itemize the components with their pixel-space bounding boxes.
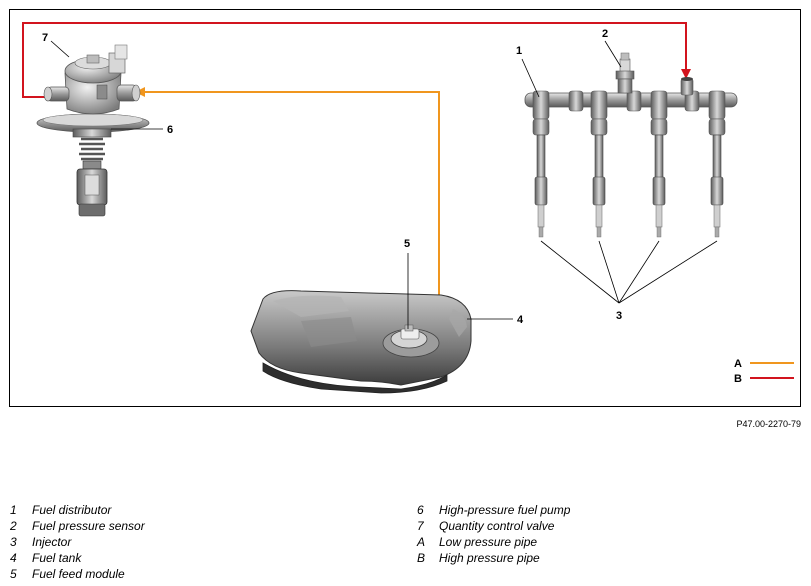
- legend-key: A: [417, 535, 426, 549]
- legend-text: Fuel distributor: [32, 503, 112, 517]
- pipe-legend-b-label: B: [734, 373, 742, 385]
- injectors: [532, 118, 726, 238]
- legend-key: 5: [10, 567, 17, 581]
- legend-item: A Low pressure pipe: [417, 534, 570, 550]
- callout-1: 1: [516, 45, 522, 57]
- legend-key: 2: [10, 519, 17, 533]
- figure-reference: P47.00-2270-79: [736, 419, 801, 429]
- callout-6: 6: [167, 124, 173, 136]
- legend-item: 2 Fuel pressure sensor: [10, 518, 145, 534]
- legend-text: Quantity control valve: [439, 519, 555, 533]
- legend-key: 3: [10, 535, 17, 549]
- legend-item: 6 High-pressure fuel pump: [417, 502, 570, 518]
- callout-2: 2: [602, 28, 608, 40]
- callout-7: 7: [42, 32, 48, 44]
- legend-item: 7 Quantity control valve: [417, 518, 570, 534]
- legend-right-column: 6 High-pressure fuel pump 7 Quantity con…: [417, 502, 570, 566]
- legend-text: Injector: [32, 535, 72, 549]
- callout-4: 4: [517, 314, 524, 326]
- legend-text: Fuel feed module: [32, 567, 125, 581]
- callout-5: 5: [404, 238, 410, 250]
- legend-key: B: [417, 551, 426, 565]
- legend-text: Fuel pressure sensor: [32, 519, 145, 533]
- legend-left-column: 1 Fuel distributor 2 Fuel pressure senso…: [10, 502, 145, 582]
- legend-text: High pressure pipe: [439, 551, 540, 565]
- fuel-tank: [250, 290, 472, 394]
- legend-item: 5 Fuel feed module: [10, 566, 145, 582]
- high-pressure-pipe: [22, 22, 691, 98]
- legend-key: 7: [417, 519, 424, 533]
- legend-item: 3 Injector: [10, 534, 145, 550]
- legend-key: 4: [10, 551, 17, 565]
- legend-key: 1: [10, 503, 17, 517]
- callout-3: 3: [616, 310, 622, 322]
- fuel-distributor: [524, 77, 738, 120]
- figure-frame: 7 6 1 2 5 4 3 A B: [9, 9, 801, 407]
- legend-item: B High pressure pipe: [417, 550, 570, 566]
- fuel-pressure-sensor: [615, 52, 635, 94]
- legend-text: Fuel tank: [32, 551, 82, 565]
- leader-lines: [50, 40, 718, 329]
- pipe-legend-a-label: A: [734, 358, 742, 370]
- legend-key: 6: [417, 503, 424, 517]
- pipe-legend: A B: [734, 358, 794, 385]
- fuel-feed-module: [390, 324, 428, 349]
- high-pressure-fuel-pump: [36, 44, 150, 217]
- legend-text: High-pressure fuel pump: [439, 503, 571, 517]
- legend-item: 1 Fuel distributor: [10, 502, 145, 518]
- legend-text: Low pressure pipe: [439, 535, 538, 549]
- legend-item: 4 Fuel tank: [10, 550, 145, 566]
- fuel-system-diagram: 7 6 1 2 5 4 3 A B: [22, 22, 794, 394]
